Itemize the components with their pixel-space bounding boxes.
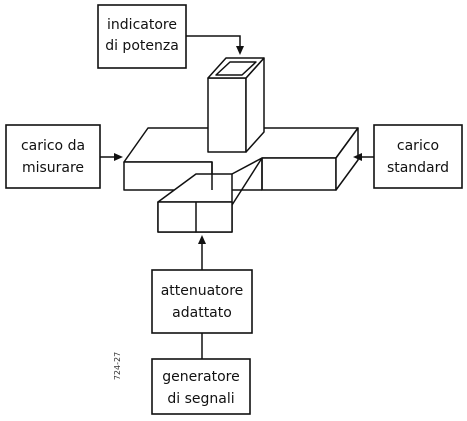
power-indicator-label-line2: di potenza [105, 38, 179, 54]
standard-load-label-line2: standard [387, 160, 449, 176]
waveguide-hybrid-junction [123, 57, 359, 233]
load-to-measure-block: carico da misurare [5, 124, 101, 189]
standard-load-label-line1: carico [397, 138, 439, 154]
junction-center-top-edge [231, 157, 263, 175]
standard-load-block: carico standard [373, 124, 463, 189]
arrow-head-standard-load [353, 153, 362, 161]
junction-tower-front [207, 77, 247, 153]
arrow-head-attenuator [198, 235, 206, 244]
signal-generator-label-line2: di segnali [167, 391, 234, 407]
arrow-head-power [236, 46, 244, 55]
power-indicator-block: indicatore di potenza [97, 4, 187, 69]
signal-generator-label-line1: generatore [162, 369, 239, 385]
load-to-measure-label-line1: carico da [21, 138, 85, 154]
power-indicator-label-line1: indicatore [107, 17, 177, 33]
matched-attenuator-block: attenuatore adattato [151, 269, 253, 334]
arrow-head-load-to-measure [114, 153, 123, 161]
matched-attenuator-label-line1: attenuatore [161, 283, 244, 299]
junction-front-arm-front [157, 201, 233, 233]
connectors [100, 35, 374, 359]
figure-code: 724-27 [113, 352, 122, 380]
junction-right-end-face [335, 127, 359, 191]
load-to-measure-label-line2: misurare [22, 160, 84, 176]
junction-tower-opening [215, 61, 257, 76]
arrow-to-power-indicator-path [186, 35, 241, 48]
junction-right-arm-face [261, 157, 337, 191]
matched-attenuator-label-line2: adattato [172, 305, 232, 321]
signal-generator-block: generatore di segnali [151, 358, 251, 415]
